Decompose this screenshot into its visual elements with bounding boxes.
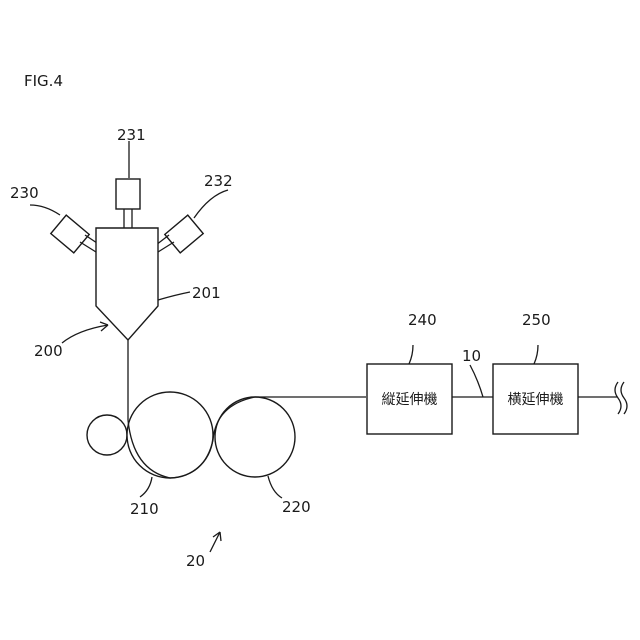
small-roll: [87, 415, 127, 455]
leader-250: [534, 345, 538, 364]
machine-250-text: 横延伸機: [508, 392, 564, 408]
leader-230: [30, 205, 60, 215]
break-mark-1: [615, 382, 621, 414]
leader-10: [470, 365, 483, 397]
label-232: 232: [204, 172, 233, 190]
leader-201: [158, 292, 190, 300]
figure-label: FIG.4: [24, 72, 63, 90]
label-231: 231: [117, 126, 146, 144]
label-230: 230: [10, 184, 39, 202]
label-250: 250: [522, 311, 551, 329]
break-mark-2: [621, 382, 627, 414]
feeder-top: [116, 179, 140, 228]
leader-210: [140, 477, 152, 497]
label-10: 10: [462, 347, 481, 365]
hopper: [96, 228, 158, 340]
label-220: 220: [282, 498, 311, 516]
leader-232: [194, 190, 228, 218]
leader-240: [409, 345, 413, 364]
label-210: 210: [130, 500, 159, 518]
machine-240-text: 縦延伸機: [382, 392, 438, 408]
feeder-left: [51, 215, 100, 253]
label-20: 20: [186, 552, 205, 570]
arrow-20: [213, 532, 221, 541]
label-200: 200: [34, 342, 63, 360]
feeder-right: [156, 215, 203, 253]
label-201: 201: [192, 284, 221, 302]
label-240: 240: [408, 311, 437, 329]
leader-220: [268, 476, 282, 498]
leader-200: [62, 325, 108, 343]
